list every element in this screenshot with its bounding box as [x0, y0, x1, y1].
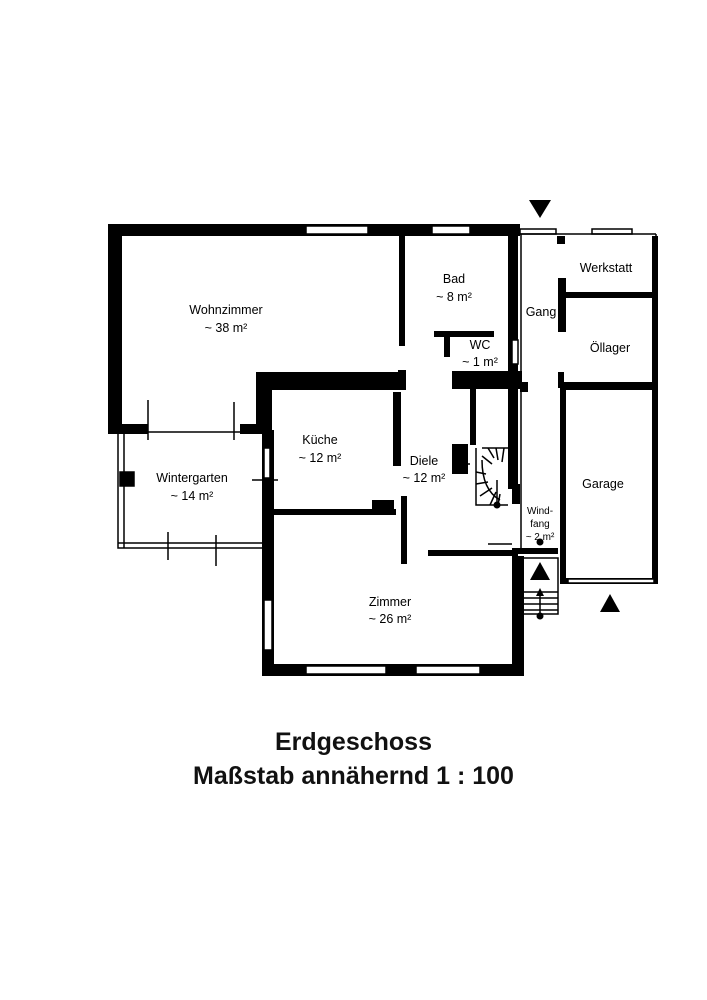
plan-scale: Maßstab annähernd 1 : 100	[193, 762, 514, 790]
room-wc-area: ~ 1 m²	[462, 355, 498, 369]
thin-lines	[117, 225, 657, 675]
entrance-arrow-top-icon	[529, 200, 551, 218]
room-bad-name: Bad	[443, 272, 465, 286]
room-wc-name: WC	[470, 338, 491, 352]
room-diele-name: Diele	[410, 454, 439, 468]
room-windfang-name-2: fang	[530, 519, 549, 530]
entrance-arrow-door-icon	[530, 562, 550, 580]
room-wintergarten-area: ~ 14 m²	[171, 489, 214, 503]
room-wintergarten-name: Wintergarten	[156, 471, 228, 485]
markers	[454, 200, 620, 620]
room-windfang-name-1: Wind-	[527, 506, 553, 517]
room-gang-name: Gang	[526, 305, 557, 319]
room-wohnzimmer-area: ~ 38 m²	[205, 321, 248, 335]
room-windfang-area: ~ 2 m²	[526, 532, 555, 543]
room-werkstatt-name: Werkstatt	[580, 261, 633, 275]
step-arrow-icon	[536, 588, 544, 596]
room-oellager-name: Öllager	[590, 341, 630, 355]
room-kueche-area: ~ 12 m²	[299, 451, 342, 465]
stair-arrow-icon	[454, 456, 464, 472]
entrance-arrow-garage-icon	[600, 594, 620, 612]
room-labels: Wohnzimmer ~ 38 m² Bad ~ 8 m² WC ~ 1 m² …	[156, 261, 633, 626]
room-diele-area: ~ 12 m²	[403, 471, 446, 485]
room-bad-area: ~ 8 m²	[436, 290, 472, 304]
room-garage-name: Garage	[582, 477, 624, 491]
room-kueche-name: Küche	[302, 433, 337, 447]
plan-title: Erdgeschoss	[274, 728, 432, 756]
room-zimmer-area: ~ 26 m²	[369, 612, 412, 626]
room-wohnzimmer-name: Wohnzimmer	[189, 303, 262, 317]
room-zimmer-name: Zimmer	[369, 595, 411, 609]
